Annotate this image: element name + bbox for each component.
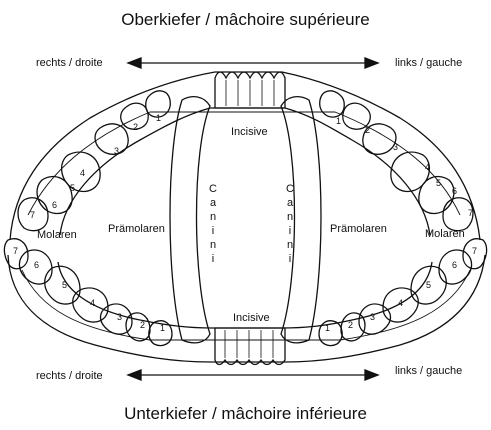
tooth-number: 3 <box>117 312 122 322</box>
tooth-number: 2 <box>348 320 353 330</box>
tooth-number: 6 <box>452 186 457 196</box>
right-canine <box>170 97 210 343</box>
tooth-number: 2 <box>133 122 138 132</box>
left-praemolaren-label: Prämolaren <box>330 223 387 235</box>
tooth-number: 1 <box>325 323 330 333</box>
canini-letter: i <box>207 224 219 238</box>
right-molaren-label: Molaren <box>37 229 77 241</box>
left-canini-label: C a n i n i <box>284 182 296 266</box>
tooth-number: 6 <box>34 260 39 270</box>
canini-letter: a <box>207 196 219 210</box>
tooth-number: 6 <box>452 260 457 270</box>
tooth-number: 2 <box>365 125 370 135</box>
tooth-number: 7 <box>472 246 477 256</box>
canini-letter: i <box>284 224 296 238</box>
tooth-number: 5 <box>62 280 67 290</box>
canini-letter: C <box>284 182 296 196</box>
bottom-arrow-head-right <box>365 370 378 380</box>
top-arrow-head-right <box>365 58 378 68</box>
canini-letter: C <box>207 182 219 196</box>
lower-arch-outer <box>8 255 485 362</box>
tooth-number: 3 <box>393 142 398 152</box>
lower-incisor-block <box>215 328 285 365</box>
canini-letter: a <box>284 196 296 210</box>
bottom-arrow-head-left <box>128 370 141 380</box>
tooth-number: 1 <box>156 113 161 123</box>
tooth-number: 3 <box>370 312 375 322</box>
canini-letter: i <box>207 252 219 266</box>
tooth-number: 5 <box>436 178 441 188</box>
upper-left-tooth-1 <box>320 91 345 117</box>
tooth-number: 4 <box>425 162 430 172</box>
tooth-number: 1 <box>160 323 165 333</box>
tooth-number: 1 <box>336 116 341 126</box>
left-molaren-label: Molaren <box>425 228 465 240</box>
lower-incisive-label: Incisive <box>233 312 270 324</box>
top-arrow-head-left <box>128 58 141 68</box>
right-canini-label: C a n i n i <box>207 182 219 266</box>
canini-letter: n <box>284 210 296 224</box>
tooth-number: 7 <box>30 210 35 220</box>
canini-letter: n <box>207 238 219 252</box>
tooth-number: 7 <box>13 246 18 256</box>
tooth-number: 2 <box>140 320 145 330</box>
upper-left-tooth-4 <box>391 152 430 191</box>
tooth-number: 5 <box>426 280 431 290</box>
tooth-number: 4 <box>80 168 85 178</box>
tooth-number: 5 <box>70 183 75 193</box>
tooth-number: 3 <box>114 146 119 156</box>
tooth-number: 4 <box>398 298 403 308</box>
right-praemolaren-label: Prämolaren <box>108 223 165 235</box>
canini-letter: i <box>284 252 296 266</box>
upper-arch-outer <box>10 72 480 240</box>
canini-letter: n <box>284 238 296 252</box>
tooth-number: 7 <box>468 208 473 218</box>
upper-incisive-label: Incisive <box>231 126 268 138</box>
tooth-number: 6 <box>52 200 57 210</box>
canini-letter: n <box>207 210 219 224</box>
tooth-number: 4 <box>90 298 95 308</box>
